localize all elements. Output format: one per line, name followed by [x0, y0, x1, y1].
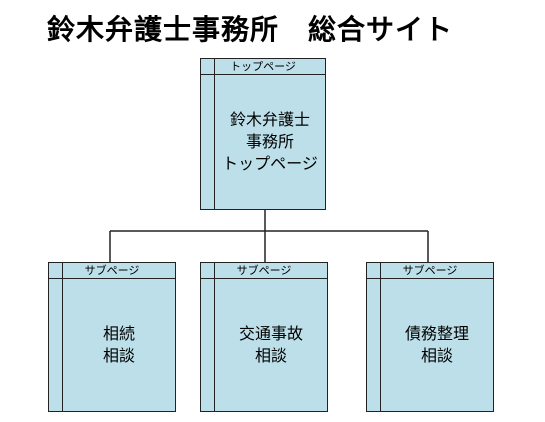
card-spine [62, 263, 63, 411]
page-title: 鈴木弁護士事務所 総合サイト [46, 13, 453, 46]
sub-page-card-debt-consolidation: サブページ 債務整理 相談 [366, 262, 494, 412]
card-spine [214, 263, 215, 411]
card-header: サブページ [367, 263, 493, 279]
card-header: サブページ [201, 263, 327, 279]
card-body: 交通事故 相談 [238, 323, 303, 365]
sub-page-card-traffic-accident: サブページ 交通事故 相談 [200, 262, 328, 412]
top-page-card: トップページ 鈴木弁護士 事務所 トップページ [200, 58, 326, 210]
card-header: サブページ [49, 263, 175, 279]
card-body: 鈴木弁護士 事務所 トップページ [222, 109, 318, 173]
card-header: トップページ [201, 59, 325, 75]
sub-page-card-inheritance: サブページ 相続 相談 [48, 262, 176, 412]
card-body: 相続 相談 [102, 323, 135, 365]
card-spine [214, 59, 215, 209]
card-spine [380, 263, 381, 411]
card-body: 債務整理 相談 [404, 323, 469, 365]
